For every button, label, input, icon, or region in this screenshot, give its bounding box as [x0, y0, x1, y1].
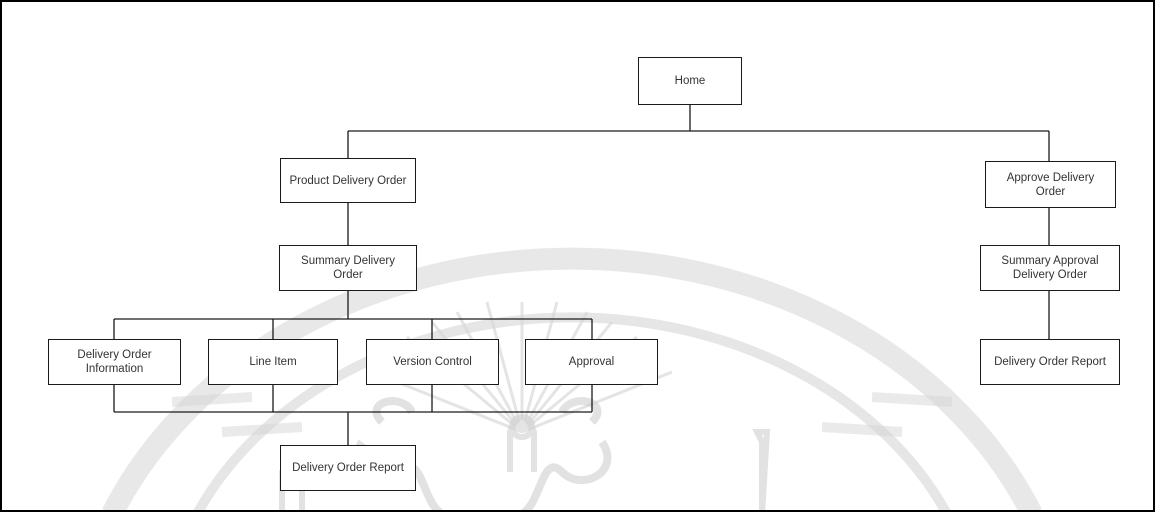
node-delivery-order-information: Delivery Order Information	[48, 339, 181, 385]
node-product-delivery-order: Product Delivery Order	[280, 158, 416, 203]
node-line-item: Line Item	[208, 339, 338, 385]
node-home: Home	[638, 57, 742, 105]
node-delivery-order-report-left: Delivery Order Report	[280, 445, 416, 491]
node-summary-approval-delivery-order: Summary Approval Delivery Order	[980, 245, 1120, 291]
node-approve-delivery-order: Approve Delivery Order	[985, 161, 1116, 208]
node-version-control: Version Control	[366, 339, 499, 385]
node-approval: Approval	[525, 339, 658, 385]
node-summary-delivery-order: Summary Delivery Order	[279, 245, 417, 291]
node-delivery-order-report-right: Delivery Order Report	[980, 339, 1120, 385]
